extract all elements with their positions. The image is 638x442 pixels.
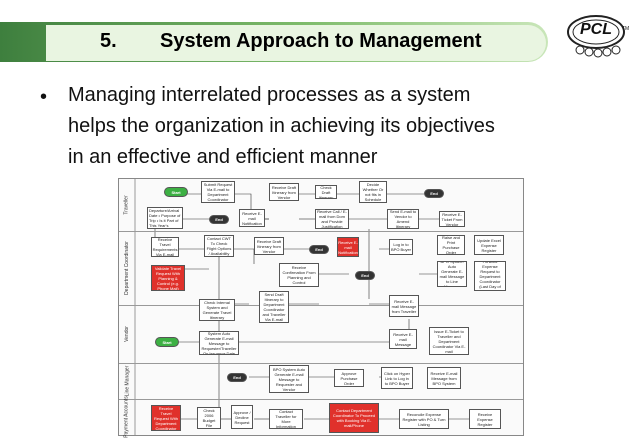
flow-step: Send E-mail to Vendor to Amend Itinerary [387,209,419,229]
flow-step: Contact Traveller for More Information [269,409,303,429]
flow-note: • Destination • Departure/Arrival Date •… [147,207,183,229]
flow-step: Log in to BPO Buyer [389,239,413,255]
flow-step: BPO System Auto Generate E-mail Message … [437,261,467,287]
flow-step: BPO System Auto Generate E-mail Message … [269,365,309,393]
logo-trademark: TM [622,26,630,32]
flow-step: Receive Draft Itinerary from Vendor [254,237,284,255]
lane-divider [119,363,523,364]
flow-step: Receive E-mail Message from Traveller [389,295,419,317]
flow-step: Receive E-mail Notification [239,209,265,227]
pcl-logo: PCL TM [566,12,632,58]
lane-label-vendor: Vendor [123,326,130,342]
flow-step: Raise and Print Purchase Order [437,235,465,255]
bullet-icon: • [40,86,48,108]
flow-decision: Decide Whether Or not fits in Schedule [359,181,387,203]
lane-divider [119,399,523,400]
flow-start: Start [155,337,179,347]
flow-step: Update Excel Expense Register [474,235,504,255]
flow-step: Receive Confirmation From Planning and C… [279,263,319,287]
flow-step: Receive Travel Requirements Via E-mail [151,237,179,257]
flow-step: Check Internal System and Generate Trave… [199,299,235,321]
flow-step: Receive Call / E-mail from Dom and Provi… [315,209,349,229]
flow-step: Receive E-Ticket From Vendor [439,211,465,227]
flow-step-highlight: Contact Department Coordinator To Procee… [329,403,379,433]
flow-step: Contact CWT To Check Flight Options / Av… [204,235,234,257]
slide-title: System Approach to Management [160,30,482,52]
bullet-line: Managing interrelated processes as a sys… [68,84,471,106]
lane-label-line-manager: Line Manager [124,365,131,397]
flow-step: Check 2006 Budget File [197,407,221,429]
lane-divider [119,305,523,306]
flow-start: Start [164,187,188,197]
lane-label-accounts: Payment Accounts [124,396,131,438]
title-banner-inner [46,25,546,61]
flow-end: End [424,189,444,198]
flow-end: End [209,215,229,224]
flow-step: Receive E-mail Message [389,329,417,349]
flow-end: End [227,373,247,382]
lane-label-traveller: Traveller [124,195,131,215]
flow-step: Receive E-mail Message from BPO System [427,367,461,389]
flow-step: Receive Draft Itinerary from Vendor [269,183,299,201]
flow-step: Submit Request Via E-mail to Department … [201,181,235,203]
flow-step: Receive Expense Register [469,409,501,429]
lane-divider [119,231,523,232]
bullet-line: in an effective and efficient manner [68,146,378,168]
flow-step: Send Draft Itinerary to Department Coord… [259,291,289,323]
lane-label-coordinator: Department Coordinator [124,241,131,295]
slide-number: 5. [100,30,117,52]
bullet-line: helps the organization in achieving its … [68,115,495,137]
flow-end: End [309,245,329,254]
flow-step: Issue E-Ticket to Traveller and Departme… [429,327,469,355]
flow-step-highlight: Validate Travel Request With Planning & … [151,265,185,291]
flow-step-highlight: Receive E-mail Notification [337,237,359,257]
process-flowchart: Traveller Department Coordinator Vendor … [118,178,524,438]
flow-end: End [355,271,375,280]
flow-step: Click on Hyper Link to Log in to BPO Buy… [381,367,413,389]
flow-step: Forward Expense Request to Department Co… [474,261,506,291]
flow-step: Reconcile Expense Register with PO & Tur… [399,409,449,429]
logo-wordmark: PCL [580,21,612,38]
flow-step: Check Draft Itinerary [315,185,337,199]
flow-decision: Approve / Decline Request [231,405,253,429]
flow-step-highlight: Receive Travel Request With Department C… [151,405,181,431]
flow-step: Approve Purchase Order [334,369,364,387]
bullet-paragraph: Managing interrelated processes as a sys… [68,80,628,173]
flow-step: System Auto Generate E-mail Message to R… [199,331,239,355]
